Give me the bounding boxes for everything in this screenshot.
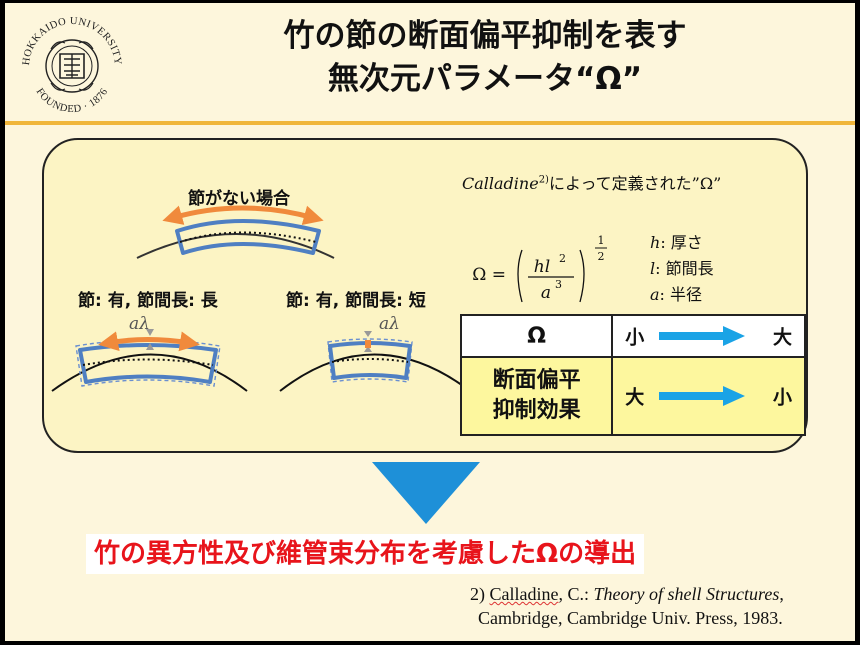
reference-line-1: 2) Calladine, C.: Theory of shell Struct… <box>470 584 784 604</box>
omega-trend-cell: 小 大 <box>611 314 806 358</box>
symbol-legend: h: 厚さ l: 節間長 a: 半径 <box>650 230 714 308</box>
formula-denominator: a <box>541 283 551 303</box>
reference-arc-short <box>279 353 471 392</box>
calladine-text: によって定義された”Ω” <box>548 174 722 193</box>
effect-large: 大 <box>625 386 645 409</box>
amplitude-marker-long <box>146 329 154 350</box>
title-rule <box>5 121 855 125</box>
label-short-internode: 節: 有, 節間長: 短 <box>286 291 426 311</box>
amplitude-label-long: aλ <box>129 314 150 334</box>
trend-arrow-icon <box>659 386 746 406</box>
effect-small: 小 <box>772 386 792 409</box>
effect-trend-cell: 大 小 <box>611 356 806 436</box>
row-head-omega: Ω <box>459 314 614 358</box>
reference-arc-long <box>51 353 248 392</box>
row-head-effect: 断面偏平 抑制効果 <box>459 356 614 436</box>
svg-text:FOUNDED · 1876: FOUNDED · 1876 <box>34 87 111 116</box>
down-triangle-icon <box>372 462 480 524</box>
reference-line-2: Cambridge, Cambridge Univ. Press, 1983. <box>478 608 783 628</box>
deformed-outline-long <box>75 339 221 387</box>
flatten-marker-short <box>365 340 371 348</box>
table-row: Ω 小 大 <box>459 314 806 358</box>
conclusion-banner: 竹の異方性及び維管束分布を考慮したΩの導出 <box>86 534 645 574</box>
omega-effect-table: Ω 小 大 断面偏平 抑制効果 大 小 <box>459 314 806 436</box>
deformed-outline-short <box>327 338 413 383</box>
title-line-2: 無次元パラメータ“Ω” <box>327 61 643 97</box>
formula-denominator-exp: 3 <box>555 278 562 291</box>
calladine-name: Calladine <box>462 174 539 193</box>
omega-small: 小 <box>625 326 645 349</box>
title-line-1: 竹の節の断面偏平抑制を表す <box>283 18 687 54</box>
reference-arc-no-node <box>136 233 335 259</box>
reference-book: Theory of shell Structures <box>593 584 780 604</box>
legend-item: a: 半径 <box>650 285 703 304</box>
hokkaido-university-logo: HOKKAIDO UNIVERSITY FOUNDED · 1876 <box>21 16 123 116</box>
legend-item: l: 節間長 <box>650 259 714 278</box>
formula-power-den: 2 <box>598 250 605 263</box>
amplitude-label-short: aλ <box>379 314 400 334</box>
bamboo-flattening-diagram <box>51 205 471 392</box>
mid-surface-long <box>82 358 214 366</box>
omega-formula: Ω = hl 2 a 3 1 2 <box>472 234 607 303</box>
reference-author: Calladine <box>489 584 559 604</box>
slide-title: 竹の節の断面偏平抑制を表す 無次元パラメータ“Ω” <box>135 15 835 101</box>
table-row: 断面偏平 抑制効果 大 小 <box>459 356 806 436</box>
calladine-ref-mark: 2) <box>538 174 549 186</box>
omega-large: 大 <box>772 326 792 349</box>
flatten-arrow-no-node <box>162 205 324 225</box>
legend-item: h: 厚さ <box>650 233 703 252</box>
formula-numerator-exp: 2 <box>559 252 566 265</box>
label-no-node: 節がない場合 <box>188 189 290 209</box>
shell-segment-short <box>328 341 412 380</box>
mid-surface-no-node <box>179 231 317 243</box>
calladine-caption: Calladine2)によって定義された”Ω” <box>462 170 721 194</box>
label-long-internode: 節: 有, 節間長: 長 <box>78 291 218 311</box>
formula-numerator: hl <box>534 257 550 277</box>
increase-arrow-icon <box>659 326 746 346</box>
formula-lhs: Ω = <box>472 265 506 285</box>
flatten-arrow-long <box>98 331 200 352</box>
formula-power-num: 1 <box>598 234 605 247</box>
